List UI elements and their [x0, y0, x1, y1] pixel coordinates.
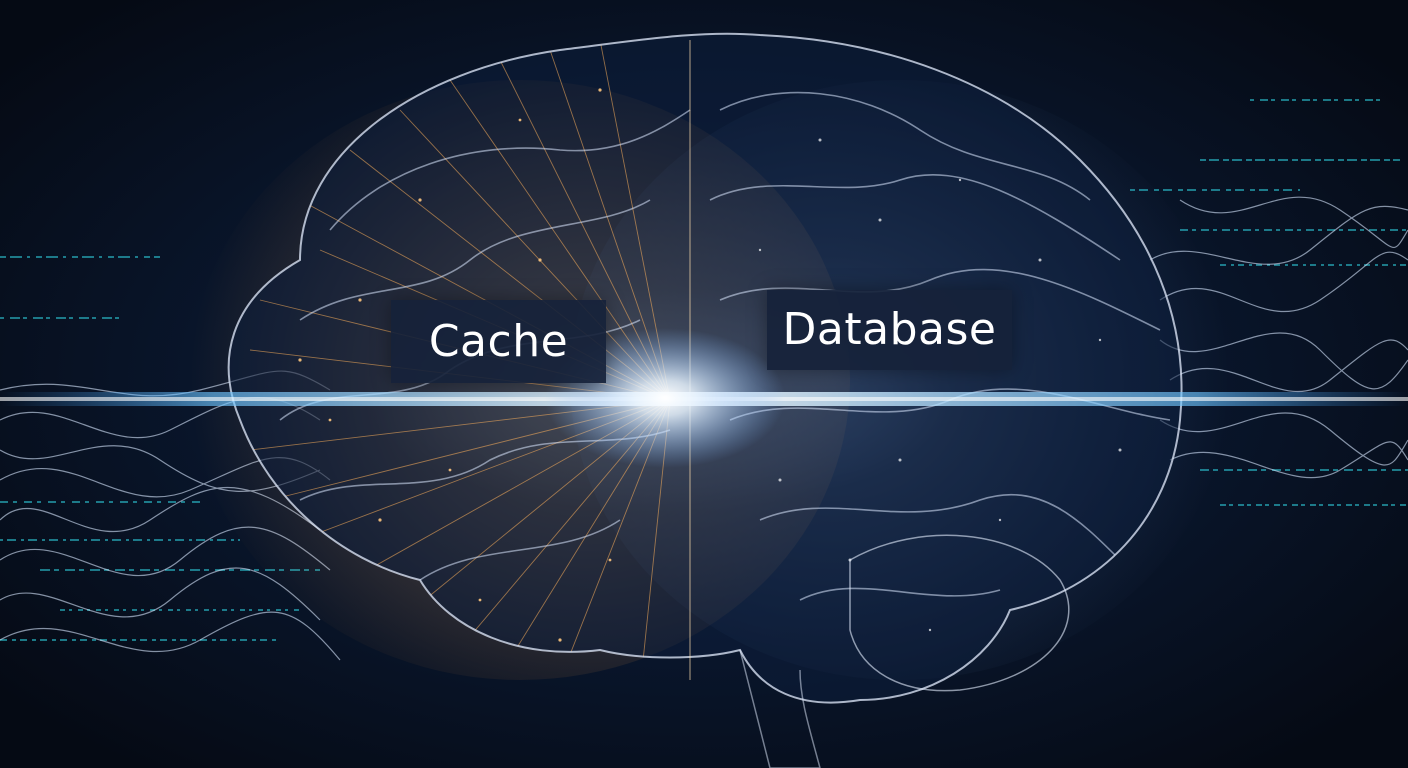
- cache-label: Cache: [428, 315, 569, 367]
- cerebellum: [849, 534, 1070, 692]
- cache-label-box: Cache: [391, 300, 606, 383]
- brain-stem: [739, 649, 821, 768]
- database-label: Database: [782, 304, 997, 355]
- brain-outline: [227, 32, 1183, 704]
- database-label-box: Database: [767, 290, 1012, 370]
